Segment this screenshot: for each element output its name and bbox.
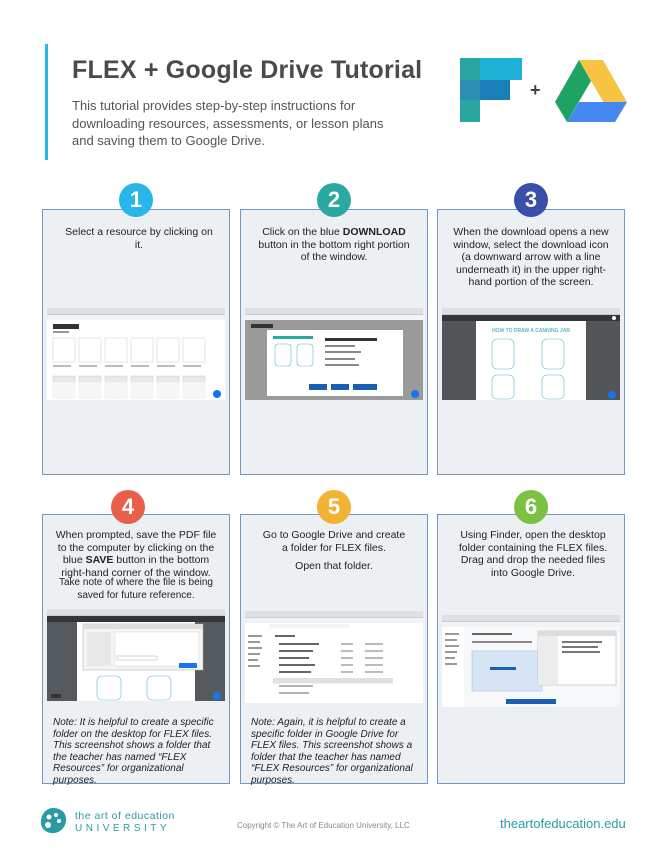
step-badge-6: 6: [514, 490, 548, 524]
step-2-text: Click on the blue DOWNLOAD button in the…: [258, 226, 410, 264]
step-badge-2: 2: [317, 183, 351, 217]
step-badge-4: 4: [111, 490, 145, 524]
page-subtitle: This tutorial provides step-by-step inst…: [72, 98, 384, 148]
aoeu-logo-icon: [40, 808, 67, 834]
google-drive-logo-icon: [555, 60, 627, 122]
step-5-note: Note: Again, it is helpful to create a s…: [251, 717, 413, 786]
brand-name: the art of education: [75, 810, 175, 822]
step-badge-5: 5: [317, 490, 351, 524]
page-title: FLEX + Google Drive Tutorial: [72, 56, 423, 84]
step-card-3: When the download opens a new window, se…: [437, 209, 625, 475]
copyright: Copyright © The Art of Education Univers…: [237, 821, 410, 830]
step-badge-1: 1: [119, 183, 153, 217]
step-4-screenshot: [47, 609, 225, 701]
step-1-text: Select a resource by clicking on it.: [65, 226, 213, 251]
step-6-screenshot: [442, 615, 620, 707]
step-card-6: Using Finder, open the desktop folder co…: [437, 514, 625, 784]
step-4-note: Note: It is helpful to create a specific…: [53, 717, 214, 786]
shot3-heading: HOW TO DRAW A CANNING JAR: [492, 328, 570, 334]
logo-plus: +: [530, 80, 541, 100]
step-6-text: Using Finder, open the desktop folder co…: [458, 529, 608, 579]
website-link[interactable]: theartofeducation.edu: [500, 816, 626, 831]
accent-bar: [45, 44, 48, 160]
step-4-text2: Take note of where the file is being sav…: [59, 577, 213, 601]
step-5-text: Go to Google Drive and create a folder f…: [262, 529, 406, 554]
step-card-2: Click on the blue DOWNLOAD button in the…: [240, 209, 428, 475]
step-badge-3: 3: [514, 183, 548, 217]
step-5-screenshot: [245, 611, 423, 703]
step-card-1: Select a resource by clicking on it.: [42, 209, 230, 475]
flex-logo-icon: [460, 58, 522, 122]
step-2-screenshot: [245, 308, 423, 400]
brand-university: UNIVERSITY: [75, 823, 171, 834]
step-5-text2: Open that folder.: [295, 560, 373, 572]
step-card-4: When prompted, save the PDF file to the …: [42, 514, 230, 786]
step-4-text: When prompted, save the PDF file to the …: [55, 529, 217, 579]
step-3-text: When the download opens a new window, se…: [453, 226, 609, 289]
step-card-5: Go to Google Drive and create a folder f…: [240, 514, 428, 786]
step-1-screenshot: [47, 308, 225, 400]
step-3-screenshot: HOW TO DRAW A CANNING JAR: [442, 308, 620, 400]
